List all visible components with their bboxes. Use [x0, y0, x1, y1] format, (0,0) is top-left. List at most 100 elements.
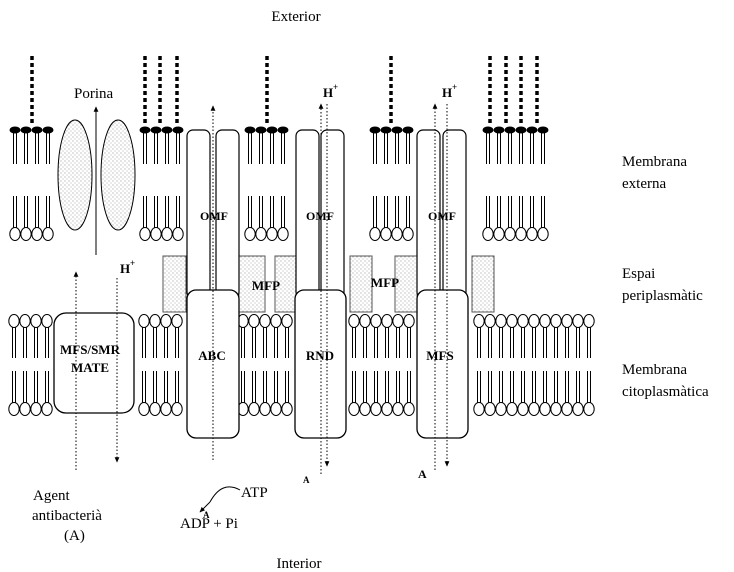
lipid-head — [150, 227, 162, 241]
lipid-head — [41, 314, 53, 328]
lipid-head — [348, 314, 360, 328]
atp-label: ATP — [241, 485, 268, 501]
agent-label-line3: (A) — [64, 528, 85, 544]
lipid-head — [537, 227, 549, 241]
lps-head — [244, 126, 256, 134]
outer-membrane-label-line2: externa — [622, 176, 666, 192]
lipid-head — [139, 227, 151, 241]
transport-arrows — [73, 103, 450, 474]
lipid-head — [31, 227, 43, 241]
lipid-head — [248, 314, 260, 328]
mfp-label-right: MFP — [371, 275, 399, 290]
membrane-fusion-protein — [162, 255, 187, 313]
membrane-fusion-protein — [349, 255, 373, 313]
lps-head — [504, 126, 516, 134]
lipid-head — [259, 314, 271, 328]
lps-head — [277, 126, 289, 134]
lipid-head — [402, 227, 414, 241]
lipid-head — [526, 227, 538, 241]
lipid-head — [255, 227, 267, 241]
substrate-marker-mfs: A — [418, 467, 427, 481]
lipid-head — [550, 402, 562, 416]
lipid-head — [473, 402, 485, 416]
porin-channel — [57, 119, 136, 231]
substrate-marker-rnd: A — [303, 475, 310, 485]
mfs-smr-label: MFS/SMR — [60, 342, 121, 357]
lipid-head — [359, 402, 371, 416]
lipid-head — [495, 402, 507, 416]
lipid-head — [539, 402, 551, 416]
omf-label-mfs: OMF — [428, 209, 456, 223]
lipid-head — [583, 402, 595, 416]
lipid-head — [149, 402, 161, 416]
transport-proteins — [53, 129, 469, 439]
lipid-head — [392, 402, 404, 416]
lipid-head — [41, 402, 53, 416]
lipid-head — [348, 402, 360, 416]
lps-head — [20, 126, 32, 134]
lps-head — [380, 126, 392, 134]
lipid-head — [495, 314, 507, 328]
lipid-head — [493, 227, 505, 241]
lipid-head — [517, 314, 529, 328]
lps-head — [255, 126, 267, 134]
lipid-head — [8, 402, 20, 416]
lipid-head — [20, 227, 32, 241]
lipid-head — [539, 314, 551, 328]
substrate-marker-abc: A — [203, 510, 210, 520]
periplasm-label-line2: periplasmàtic — [622, 288, 703, 304]
lipid-head — [161, 227, 173, 241]
lipid-head — [473, 314, 485, 328]
lipid-head — [138, 402, 150, 416]
lps-head — [537, 126, 549, 134]
omf-label-rnd: OMF — [306, 209, 334, 223]
lps-head — [139, 126, 151, 134]
mate-label: MATE — [71, 360, 109, 375]
lipid-head — [403, 314, 415, 328]
lipid-head — [370, 402, 382, 416]
lipid-head — [381, 402, 393, 416]
mfs-smr-mate-transporter — [53, 312, 135, 414]
lipid-head — [19, 402, 31, 416]
lps-head — [493, 126, 505, 134]
lipid-head — [30, 402, 42, 416]
agent-label-line2: antibacterià — [32, 508, 102, 524]
svg-text:H: H — [442, 85, 452, 100]
lps-head — [172, 126, 184, 134]
lipid-head — [484, 402, 496, 416]
lipid-head — [270, 314, 282, 328]
lipid-head — [572, 314, 584, 328]
membrane-fusion-protein — [471, 255, 495, 313]
atp-hydrolysis-arrow — [199, 501, 211, 513]
svg-text:+: + — [452, 82, 457, 92]
lipid-head — [583, 314, 595, 328]
svg-text:H: H — [323, 85, 333, 100]
lipid-head — [484, 314, 496, 328]
lps-head — [31, 126, 43, 134]
lipid-head — [561, 314, 573, 328]
mfs-transporter — [416, 289, 469, 439]
lipid-head — [30, 314, 42, 328]
lipid-head — [270, 402, 282, 416]
lipid-head — [266, 227, 278, 241]
agent-label-line1: Agent — [33, 488, 70, 504]
atp-hydrolysis-curve — [209, 486, 241, 503]
porin-right-wall — [100, 119, 136, 231]
adp-label: ADP + Pi — [180, 516, 238, 532]
lps-head — [526, 126, 538, 134]
lipid-head — [515, 227, 527, 241]
membrane-fusion-protein — [238, 255, 266, 313]
lipid-head — [550, 314, 562, 328]
porin-label: Porina — [74, 86, 114, 102]
lipid-head — [506, 402, 518, 416]
exterior-label: Exterior — [271, 9, 320, 25]
lipid-head — [504, 227, 516, 241]
lps-head — [161, 126, 173, 134]
lipid-head — [380, 227, 392, 241]
lipid-head — [403, 402, 415, 416]
lps-head — [9, 126, 21, 134]
lipid-head — [528, 402, 540, 416]
periplasm-label-line1: Espai — [622, 266, 655, 282]
lipid-head — [369, 227, 381, 241]
